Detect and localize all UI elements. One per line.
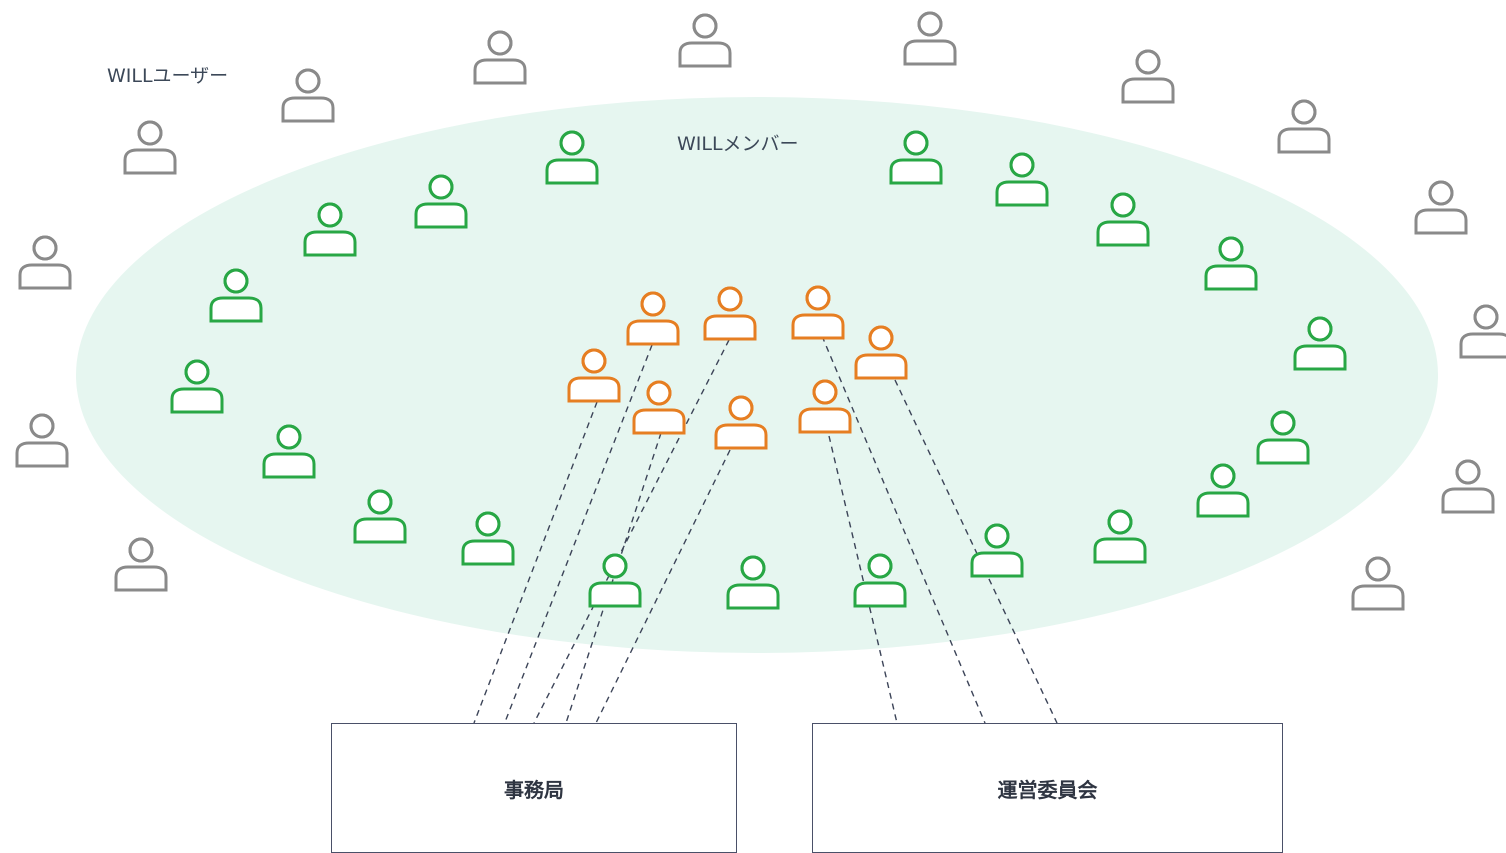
user-person-icon — [1459, 304, 1506, 359]
user-person-icon — [114, 537, 168, 592]
user-person-icon — [281, 68, 335, 123]
connector-line — [473, 401, 598, 724]
connector-line — [595, 449, 731, 724]
user-person-icon — [678, 13, 732, 68]
connector-line — [533, 339, 730, 724]
user-person-icon — [1414, 180, 1468, 235]
committee-box: 運営委員会 — [812, 723, 1283, 853]
connector-line — [894, 379, 1058, 724]
user-person-icon — [1351, 556, 1405, 611]
connector-line — [821, 335, 986, 724]
committee-label: 運営委員会 — [997, 777, 1098, 802]
members-label: WILLメンバー — [677, 133, 799, 155]
user-person-icon — [1441, 459, 1495, 514]
user-person-icon — [1277, 99, 1331, 154]
user-person-icon — [903, 11, 957, 66]
connector-line — [828, 435, 898, 724]
secretariat-label: 事務局 — [504, 777, 564, 802]
user-person-icon — [18, 235, 72, 290]
secretariat-box: 事務局 — [331, 723, 737, 853]
connector-line — [497, 344, 653, 741]
user-person-icon — [15, 413, 69, 468]
user-person-icon — [473, 30, 527, 85]
user-person-icon — [123, 120, 177, 175]
user-person-icon — [1121, 49, 1175, 104]
connector-lines — [473, 335, 1058, 741]
users-label: WILLユーザー — [107, 65, 229, 87]
connector-line — [565, 432, 662, 724]
